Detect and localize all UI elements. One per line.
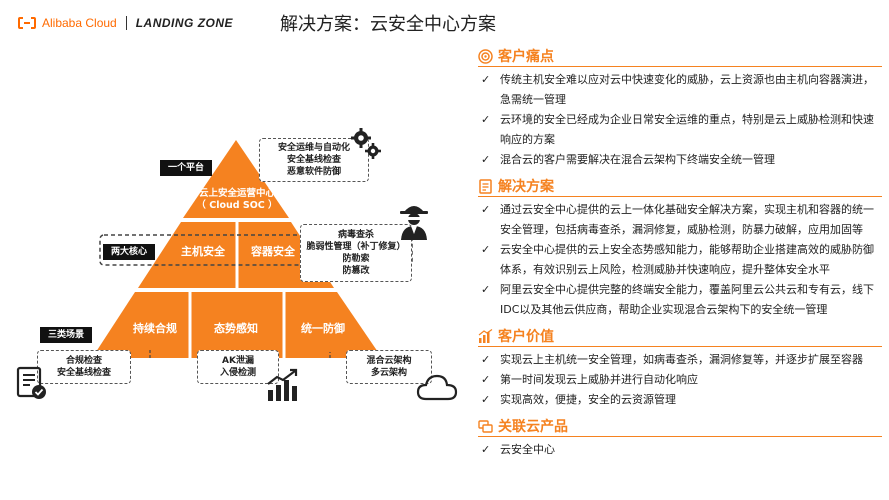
soc-feature-2: 安全基线检查 xyxy=(286,155,341,165)
tag-one-platform: 一个平台 xyxy=(160,160,213,176)
section-pain-points: 客户痛点 ✓ 传统主机安全难以应对云中快速变化的威胁，云上资源也由主机向容器演进，… xyxy=(478,46,882,170)
section-header: 客户价值 xyxy=(478,326,882,347)
host-feature-2: 脆弱性管理（补丁修复） xyxy=(306,242,406,252)
callout-ak-features: AK泄漏 入侵检测 xyxy=(197,350,279,384)
soc-feature-1: 安全运维与自动化 xyxy=(277,143,350,153)
check-icon: ✓ xyxy=(481,373,491,386)
check-icon: ✓ xyxy=(481,283,491,296)
brand-logo: Alibaba Cloud LANDING ZONE xyxy=(18,14,233,32)
tier-label-soc: 云上安全运营中心 （ Cloud SOC ） xyxy=(190,188,284,212)
bullet-list: ✓ 实现云上主机统一安全管理，如病毒查杀，漏洞修复等，并逐步扩展至容器 ✓ 第一时间… xyxy=(478,350,882,410)
pyramid-top-tier xyxy=(183,140,289,218)
section-title: 客户痛点 xyxy=(498,49,554,65)
check-icon: ✓ xyxy=(481,113,491,126)
target-icon xyxy=(478,48,493,64)
host-feature-3: 防勒索 xyxy=(342,254,370,264)
host-feature-4: 防篡改 xyxy=(342,266,370,276)
item-text: 通过云安全中心提供的云上一体化基础安全解决方案，实现主机和容器的统一安全管理，包… xyxy=(500,203,874,236)
section-title: 客户价值 xyxy=(498,329,554,345)
check-icon: ✓ xyxy=(481,353,491,366)
item-text: 云环境的安全已经成为企业日常安全运维的重点，特别是云上威胁检测和快速响应的方案 xyxy=(500,113,874,146)
alibaba-cloud-logo-icon xyxy=(18,16,36,30)
section-customer-value: 客户价值 ✓ 实现云上主机统一安全管理，如病毒查杀，漏洞修复等，并逐步扩展至容器 … xyxy=(478,326,882,410)
list-item: ✓ 传统主机安全难以应对云中快速变化的威胁，云上资源也由主机向容器演进，急需统一管… xyxy=(478,70,882,110)
bullet-list: ✓ 云安全中心 xyxy=(478,440,882,460)
tier-label-compliance: 持续合规 xyxy=(133,322,177,335)
logo-divider xyxy=(125,16,127,30)
item-text: 云安全中心 xyxy=(500,443,555,456)
list-item: ✓ 云安全中心 xyxy=(478,440,882,460)
callout-host-features: 病毒查杀 脆弱性管理（补丁修复） 防勒索 防篡改 xyxy=(300,224,412,282)
check-icon: ✓ xyxy=(481,393,491,406)
tier-label-host-security: 主机安全 xyxy=(181,245,225,258)
check-icon: ✓ xyxy=(481,73,491,86)
chart-icon xyxy=(478,328,493,344)
callout-hybrid-features: 混合云架构 多云架构 xyxy=(346,350,432,384)
callout-compliance-features: 合规检查 安全基线检查 xyxy=(37,350,131,384)
list-item: ✓ 第一时间发现云上威胁并进行自动化响应 xyxy=(478,370,882,390)
ak-feature-2: 入侵检测 xyxy=(219,368,256,378)
bullet-list: ✓ 通过云安全中心提供的云上一体化基础安全解决方案，实现主机和容器的统一安全管理，… xyxy=(478,200,882,320)
callout-soc-features: 安全运维与自动化 安全基线检查 恶意软件防御 xyxy=(259,138,369,182)
core-band-outline xyxy=(99,234,413,266)
check-icon: ✓ xyxy=(481,153,491,166)
hybrid-feature-1: 混合云架构 xyxy=(366,356,412,366)
compliance-feature-1: 合规检查 xyxy=(65,356,102,366)
section-header: 解决方案 xyxy=(478,176,882,197)
tag-three-scenes: 三类场景 xyxy=(40,327,93,343)
section-title: 解决方案 xyxy=(498,179,554,195)
check-icon: ✓ xyxy=(481,443,491,456)
hybrid-feature-2: 多云架构 xyxy=(370,368,407,378)
soc-feature-3: 恶意软件防御 xyxy=(286,167,341,177)
soc-label-line1: 云上安全运营中心 xyxy=(198,188,275,199)
section-related-products: 关联云产品 ✓ 云安全中心 xyxy=(478,416,882,460)
list-item: ✓ 混合云的客户需要解决在混合云架构下终端安全统一管理 xyxy=(478,150,882,170)
section-solution: 解决方案 ✓ 通过云安全中心提供的云上一体化基础安全解决方案，实现主机和容器的统一… xyxy=(478,176,882,320)
list-item: ✓ 云安全中心提供的云上安全态势感知能力，能够帮助企业搭建高效的威胁防御体系，有效… xyxy=(478,240,882,280)
pyramid-graphic xyxy=(92,140,413,358)
security-pyramid-diagram: 云上安全运营中心 （ Cloud SOC ） 主机安全 容器安全 持续合规 态势… xyxy=(0,40,475,500)
item-text: 传统主机安全难以应对云中快速变化的威胁，云上资源也由主机向容器演进，急需统一管理 xyxy=(500,73,874,106)
list-item: ✓ 云环境的安全已经成为企业日常安全运维的重点，特别是云上威胁检测和快速响应的方案 xyxy=(478,110,882,150)
pyramid-bottom-tier xyxy=(92,292,382,358)
section-header: 客户痛点 xyxy=(478,46,882,67)
section-header: 关联云产品 xyxy=(478,416,882,437)
product-icon xyxy=(478,419,493,434)
compliance-feature-2: 安全基线检查 xyxy=(56,368,111,378)
tier-label-unified-defense: 统一防御 xyxy=(301,322,345,335)
check-icon: ✓ xyxy=(481,243,491,256)
list-item: ✓ 阿里云安全中心提供完整的终端安全能力，覆盖阿里云公共云和专有云，线下IDC以及… xyxy=(478,280,882,320)
list-item: ✓ 实现云上主机统一安全管理，如病毒查杀，漏洞修复等，并逐步扩展至容器 xyxy=(478,350,882,370)
item-text: 第一时间发现云上威胁并进行自动化响应 xyxy=(500,373,698,386)
item-text: 实现云上主机统一安全管理，如病毒查杀，漏洞修复等，并逐步扩展至容器 xyxy=(500,353,863,366)
list-item: ✓ 实现高效，便捷，安全的云资源管理 xyxy=(478,390,882,410)
host-feature-1: 病毒查杀 xyxy=(337,230,374,240)
tier-label-container-security: 容器安全 xyxy=(251,245,295,258)
page-title: 解决方案：云安全中心方案 xyxy=(280,14,496,35)
item-text: 云安全中心提供的云上安全态势感知能力，能够帮助企业搭建高效的威胁防御体系，有效识… xyxy=(500,243,874,276)
item-text: 混合云的客户需要解决在混合云架构下终端安全统一管理 xyxy=(500,153,775,166)
product-name: LANDING ZONE xyxy=(135,16,234,30)
list-item: ✓ 通过云安全中心提供的云上一体化基础安全解决方案，实现主机和容器的统一安全管理，… xyxy=(478,200,882,240)
section-title: 关联云产品 xyxy=(498,419,568,435)
ak-feature-1: AK泄漏 xyxy=(222,356,254,366)
document-icon xyxy=(478,178,493,194)
solution-detail-panel: 客户痛点 ✓ 传统主机安全难以应对云中快速变化的威胁，云上资源也由主机向容器演进，… xyxy=(478,46,882,466)
soc-label-line2: （ Cloud SOC ） xyxy=(196,199,278,211)
item-text: 实现高效，便捷，安全的云资源管理 xyxy=(500,393,676,406)
tier-label-situational-awareness: 态势感知 xyxy=(214,322,258,335)
item-text: 阿里云安全中心提供完整的终端安全能力，覆盖阿里云公共云和专有云，线下IDC以及其… xyxy=(500,283,874,316)
tag-two-cores: 两大核心 xyxy=(103,244,156,260)
brand-name: Alibaba Cloud xyxy=(42,16,117,30)
bullet-list: ✓ 传统主机安全难以应对云中快速变化的威胁，云上资源也由主机向容器演进，急需统一管… xyxy=(478,70,882,170)
check-icon: ✓ xyxy=(481,203,491,216)
